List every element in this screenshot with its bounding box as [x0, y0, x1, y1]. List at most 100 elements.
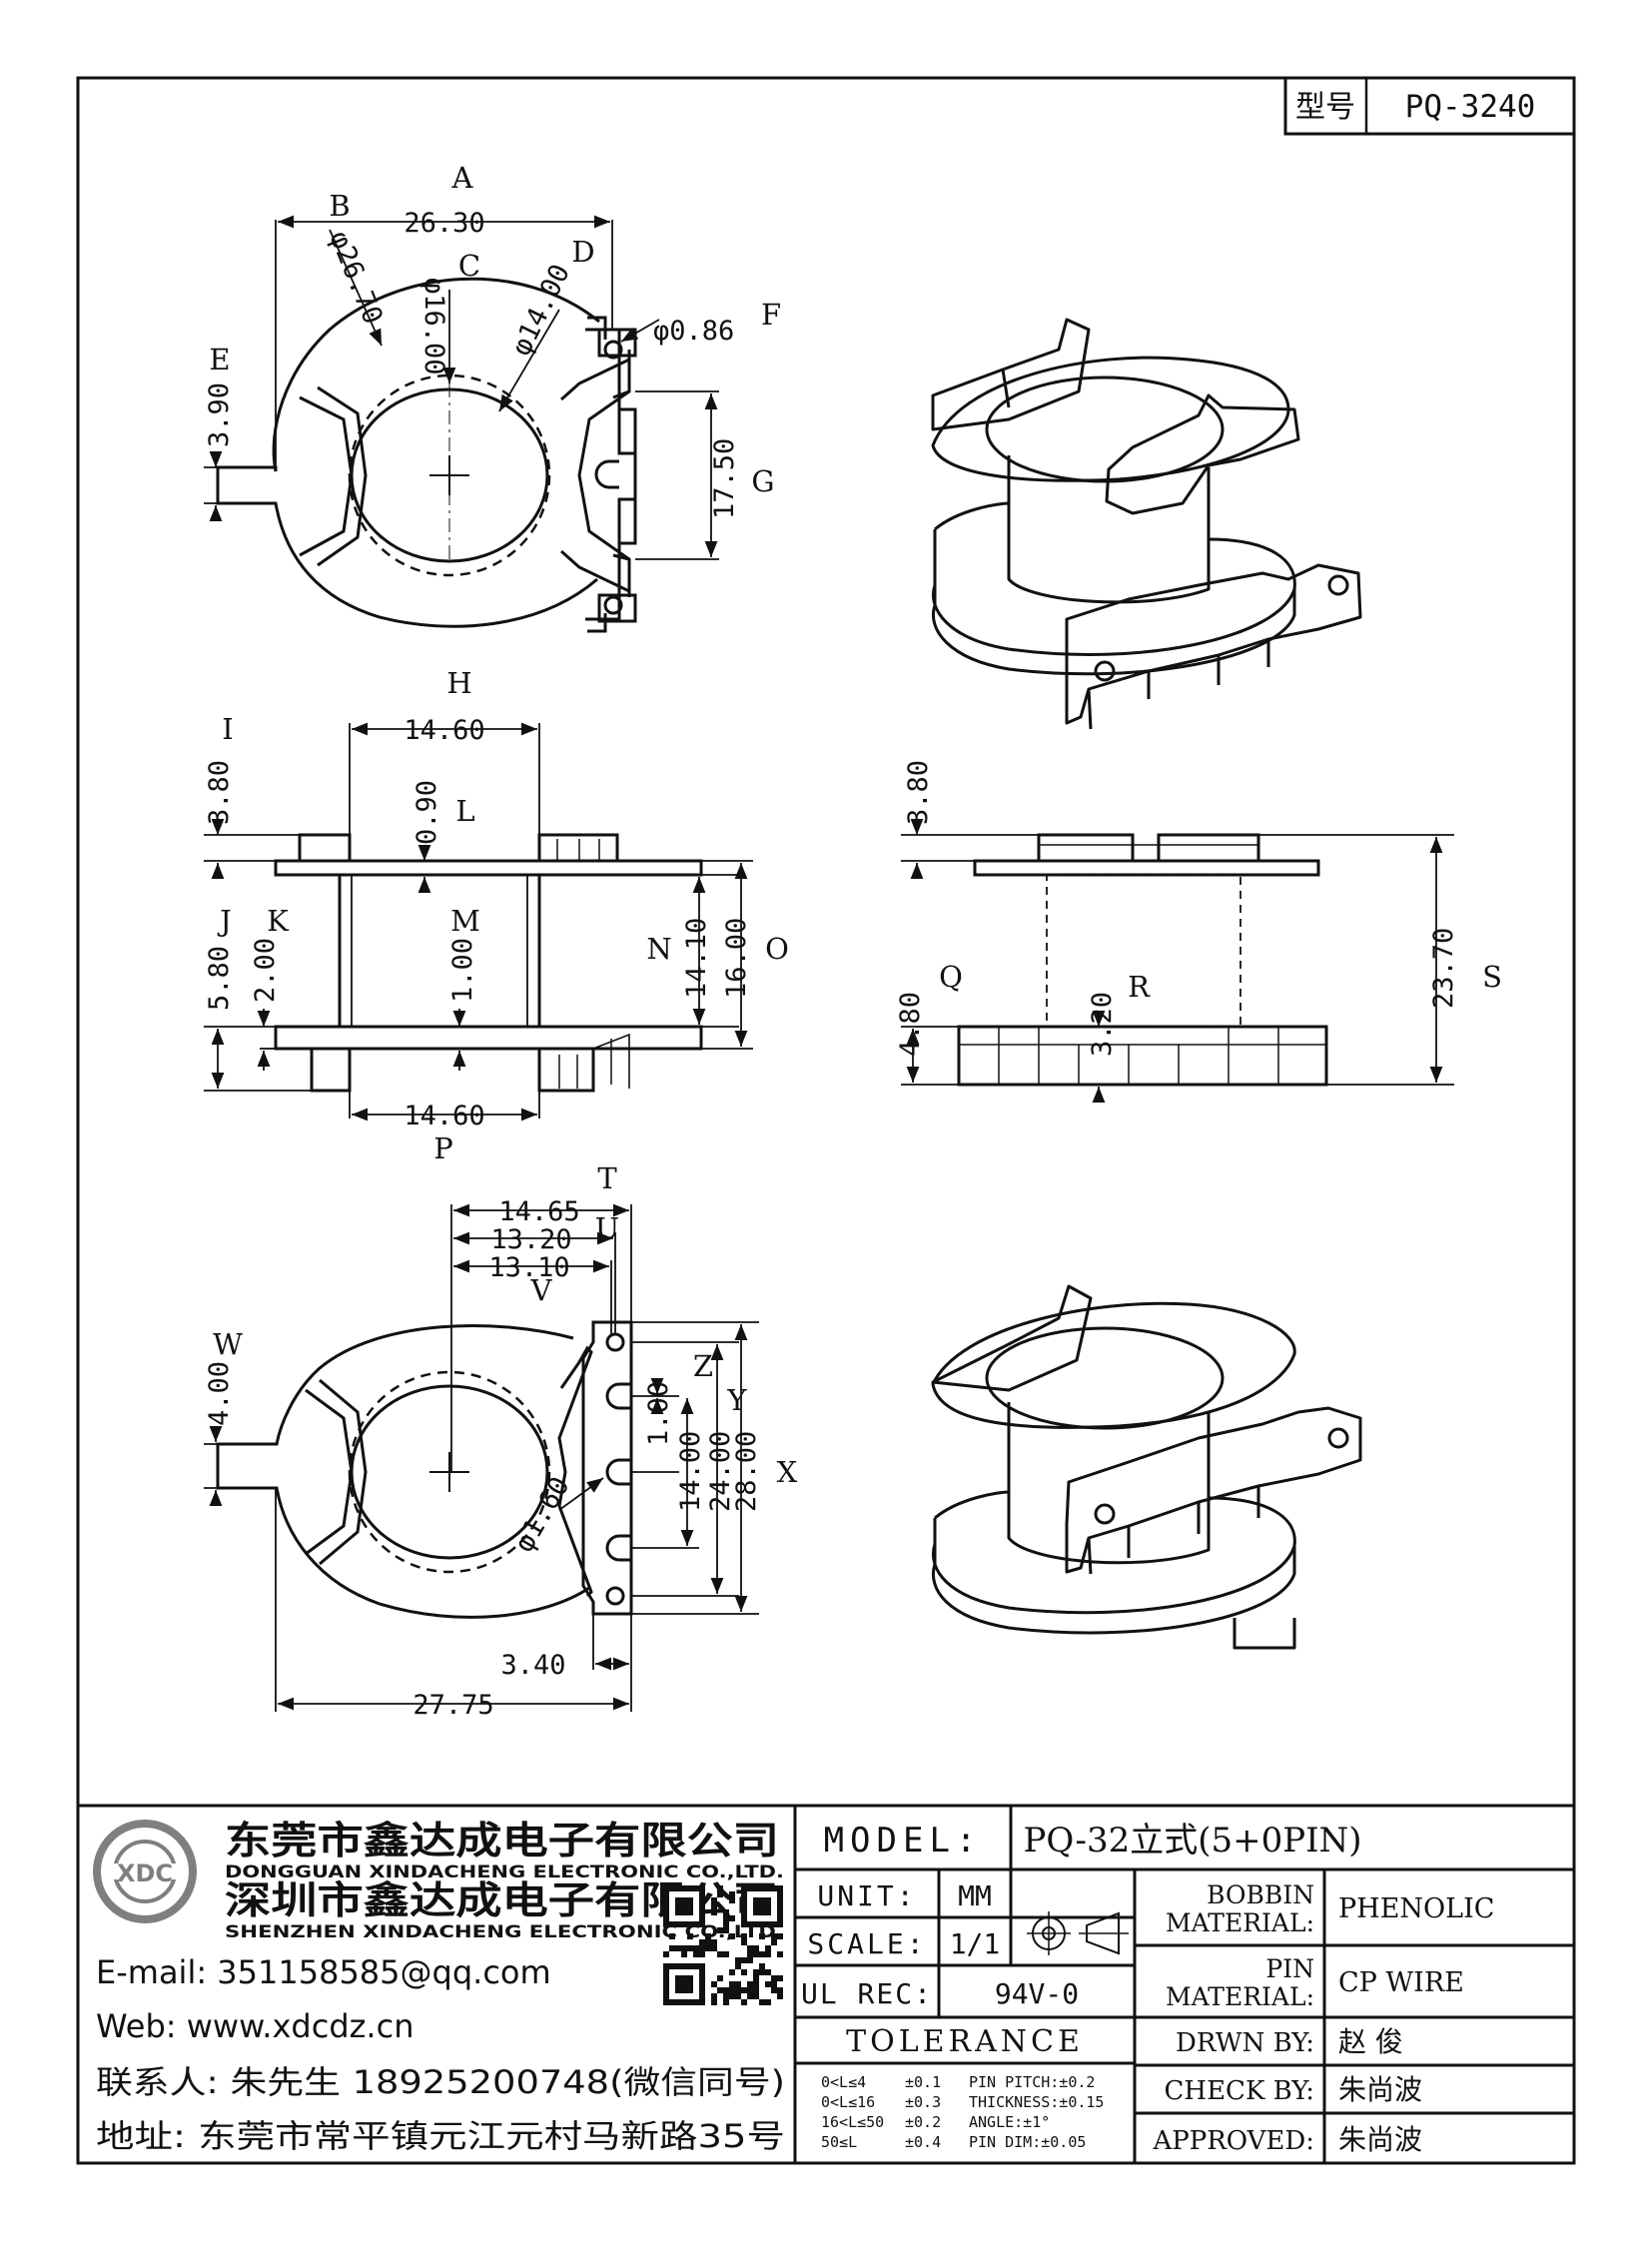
dim-d: φ14.00: [505, 260, 576, 361]
dim-h: 14.60: [404, 715, 484, 746]
dim-b34: 3.40: [500, 1650, 565, 1681]
top-view-dims: [204, 215, 719, 560]
bobbin-label-2: MATERIAL:: [1166, 1908, 1314, 1937]
dim-e: 3.90: [204, 382, 235, 447]
iso-view-bottom: [931, 1284, 1362, 1650]
label-R: R: [1128, 970, 1151, 1004]
label-I: I: [222, 712, 233, 746]
tol-row-3-range: 16<L≤50: [821, 2113, 884, 2131]
drwn-value: 赵 俊: [1338, 2025, 1403, 2058]
label-B: B: [329, 189, 350, 223]
dim-u: 13.20: [490, 1224, 571, 1255]
dim-w: 4.00: [204, 1361, 235, 1426]
dim-k: 2.00: [250, 938, 281, 1003]
unit-label: UNIT:: [817, 1879, 916, 1912]
sheet-border: [76, 76, 1576, 2165]
dim-z: 1.00: [643, 1381, 674, 1446]
dim-i2: 3.80: [903, 760, 934, 825]
label-Q: Q: [939, 960, 963, 994]
tol-row-4-extra: PIN DIM:±0.05: [969, 2133, 1086, 2151]
label-F: F: [761, 298, 781, 332]
label-A: A: [451, 161, 474, 195]
label-W: W: [213, 1327, 243, 1361]
dim-w2775: 27.75: [413, 1690, 493, 1721]
pin-label-1: PIN: [1265, 1954, 1314, 1983]
dim-pin: φ1.60: [508, 1472, 575, 1558]
dim-m: 1.00: [447, 938, 478, 1003]
tol-row-2-range: 0<L≤16: [821, 2093, 875, 2111]
side-view: [957, 833, 1328, 1087]
tol-row-3-tol: ±0.2: [905, 2113, 941, 2131]
side-view-dims: [901, 818, 1454, 1104]
dim-j: 5.80: [204, 946, 235, 1011]
bobbin-label-1: BOBBIN: [1207, 1880, 1314, 1909]
label-S: S: [1482, 960, 1502, 994]
type-label: 型号: [1295, 90, 1355, 125]
company-logo: XDC: [93, 1820, 197, 1923]
tol-row-1-extra: PIN PITCH:±0.2: [969, 2073, 1095, 2091]
logo-text: XDC: [117, 1860, 173, 1887]
dim-r: 3.20: [1087, 992, 1118, 1057]
bottom-view-dims: [204, 1203, 759, 1712]
label-E: E: [209, 343, 230, 376]
label-O: O: [765, 932, 789, 966]
top-view-text: A B 26.30 C D φ26.70 φ16.00 φ14.00 E 3.9…: [204, 161, 781, 519]
front-view: [274, 833, 703, 1093]
type-value: PQ-3240: [1405, 89, 1536, 125]
dim-o: 16.00: [721, 918, 752, 999]
dim-v: 13.10: [488, 1252, 569, 1283]
label-M: M: [450, 904, 480, 938]
scale-value: 1/1: [950, 1927, 1001, 1960]
bottom-view-text: T 14.65 U 13.20 13.10 V W 4.00 Z Y 1.00 …: [204, 1161, 798, 1721]
model-value: PQ-32立式(5+0PIN): [1023, 1821, 1361, 1861]
dim-l: 0.90: [412, 780, 442, 845]
label-N: N: [646, 932, 671, 966]
label-V: V: [530, 1273, 553, 1307]
unit-value: MM: [958, 1879, 992, 1912]
label-U: U: [595, 1211, 619, 1245]
side-view-text: 3.80 Q 4.80 3.20 R 23.70 S: [895, 760, 1502, 1057]
dim-q: 4.80: [895, 992, 926, 1057]
bobbin-value: PHENOLIC: [1338, 1893, 1494, 1924]
iso-view-top: [931, 318, 1362, 730]
check-value: 朱尚波: [1338, 2073, 1422, 2106]
dim-c: φ16.00: [418, 278, 449, 375]
tol-row-3-extra: ANGLE:±1°: [969, 2113, 1050, 2131]
pin-label-2: MATERIAL:: [1166, 1982, 1314, 2011]
tol-row-2-tol: ±0.3: [905, 2093, 941, 2111]
tol-row-2-extra: THICKNESS:±0.15: [969, 2093, 1104, 2111]
pin-value: CP WIRE: [1338, 1967, 1464, 1998]
label-C: C: [458, 249, 480, 283]
title-block-text: MODEL: PQ-32立式(5+0PIN) UNIT: MM SCALE: 1…: [801, 1821, 1494, 2156]
dim-p: 14.60: [404, 1101, 484, 1131]
title-block: [78, 1804, 1574, 2163]
label-H: H: [446, 666, 471, 700]
qr-code: [663, 1885, 783, 2005]
dim-a: 26.30: [404, 208, 484, 239]
dim-x: 28.00: [731, 1431, 762, 1512]
ul-label: UL REC:: [801, 1977, 933, 2010]
drwn-label: DRWN BY:: [1176, 2028, 1314, 2058]
appr-value: 朱尚波: [1338, 2123, 1422, 2156]
front-view-dims: [204, 722, 753, 1121]
dim-y1: 14.00: [675, 1431, 706, 1512]
company-name-dg: 东莞市鑫达成电子有限公司: [225, 1819, 779, 1863]
appr-label: APPROVED:: [1152, 2126, 1314, 2156]
tol-row-1-tol: ±0.1: [905, 2073, 941, 2091]
front-view-text: H 14.60 I 3.80 0.90 L J K M 5.80 2.00 1.…: [204, 666, 789, 1165]
bottom-view: [216, 1320, 633, 1619]
check-label: CHECK BY:: [1165, 2076, 1315, 2106]
dim-f: φ0.86: [653, 316, 734, 347]
label-Y: Y: [726, 1383, 747, 1417]
dim-i: 3.80: [204, 760, 235, 825]
scale-label: SCALE:: [807, 1927, 926, 1960]
dim-g: 17.50: [709, 438, 740, 519]
tol-row-4-tol: ±0.4: [905, 2133, 941, 2151]
label-X: X: [777, 1455, 798, 1489]
tol-row-1-range: 0<L≤4: [821, 2073, 866, 2091]
company-name-sz-en: SHENZHEN XINDACHENG ELECTRONIC CO.,LTD.: [225, 1922, 784, 1942]
company-info: 东莞市鑫达成电子有限公司 DONGGUAN XINDACHENG ELECTRO…: [96, 1819, 785, 2155]
label-L: L: [455, 794, 474, 828]
label-J: J: [217, 904, 232, 938]
